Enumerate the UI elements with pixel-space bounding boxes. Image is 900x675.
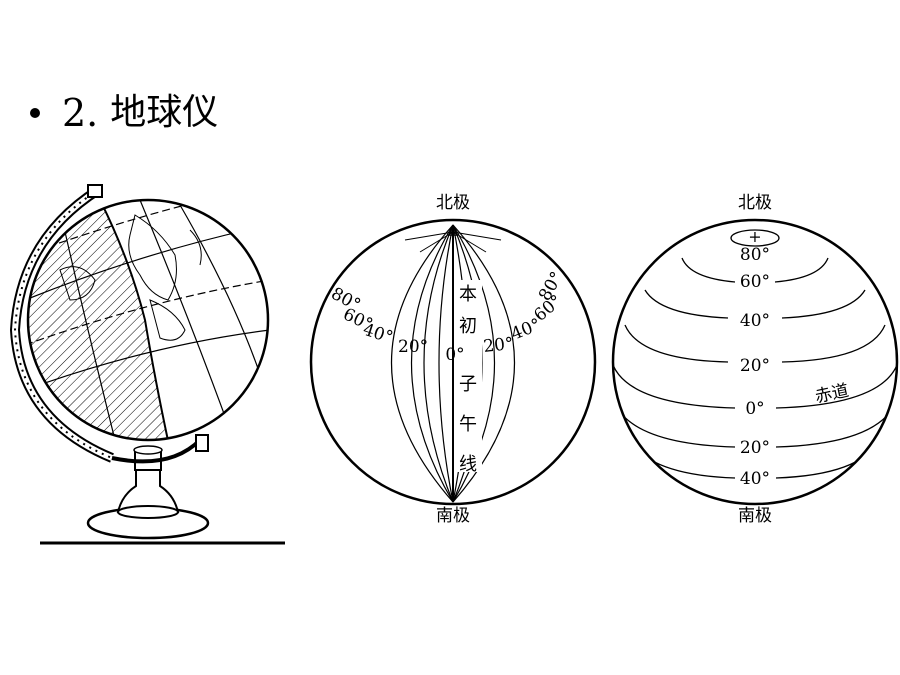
prime-meridian-char: 本 <box>459 284 477 305</box>
latitude-north-label: 北极 <box>738 193 772 213</box>
meridian-ring <box>9 184 209 464</box>
latitude-label: 20° <box>740 356 770 376</box>
prime-meridian-char: 子 <box>459 374 477 395</box>
latitude-labels: 80° 60° 40° 20° 0° 20° 40° <box>740 245 770 489</box>
north-pole-mark: + <box>446 225 459 244</box>
prime-meridian-char: 线 <box>459 454 477 475</box>
latitude-globe-outline <box>611 218 899 506</box>
meridian-north-label: 北极 <box>436 193 470 213</box>
prime-meridian-text: 本 初 子 午 线 <box>459 284 477 475</box>
heading-number: 2. <box>62 91 99 135</box>
meridian-globe: 北极 + 南极 0° 本 初 子 午 线 80° 60° 40° 20° 20°… <box>309 193 597 526</box>
latitude-label: 40° <box>740 311 770 331</box>
latitude-label: 40° <box>740 469 770 489</box>
prime-meridian-char: 午 <box>459 414 477 435</box>
bullet-dot <box>30 108 40 118</box>
longitude-label: 20° <box>482 334 514 357</box>
globe-stand <box>86 445 210 540</box>
meridian-south-label: 南极 <box>436 506 470 526</box>
desk-globe <box>9 184 285 545</box>
latitude-label: 0° <box>745 399 764 419</box>
latitude-label: 60° <box>740 272 770 292</box>
longitude-label: 20° <box>398 337 428 357</box>
latitude-globe: 北极 + 南极 80° 60° 40° 20° 0° 20° 40° 赤道 <box>611 193 899 526</box>
latitude-label: 80° <box>740 245 770 265</box>
latitude-south-label: 南极 <box>738 506 772 526</box>
heading-title: 地球仪 <box>110 92 219 133</box>
terminator-line <box>99 200 171 440</box>
north-pole-mark: + <box>748 227 761 246</box>
prime-meridian-char: 初 <box>459 316 477 337</box>
hatched-region <box>28 200 170 440</box>
slide-heading: 2. 地球仪 <box>30 88 218 138</box>
center-longitude-label: 0° <box>445 345 464 365</box>
latitude-label: 20° <box>740 438 770 458</box>
